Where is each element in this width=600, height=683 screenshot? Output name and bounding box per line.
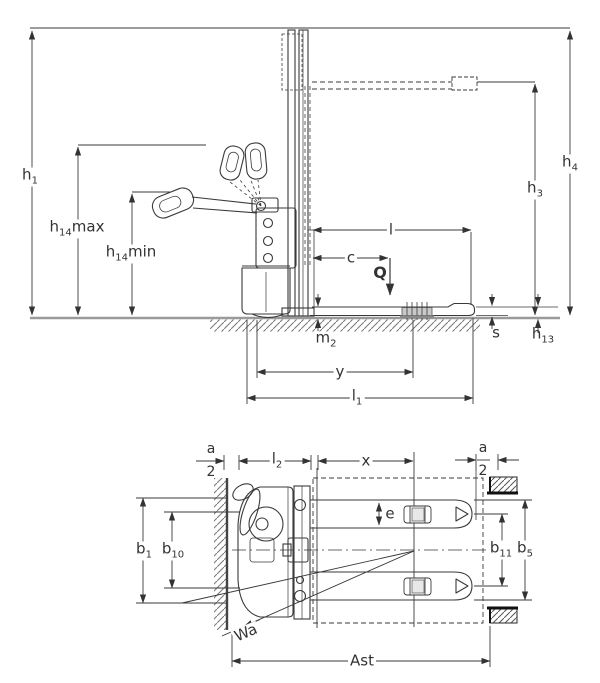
- aisle-wall-left: [214, 478, 229, 630]
- label-c: c: [344, 248, 358, 267]
- load-rollers-top: [403, 505, 432, 596]
- label-a2-right-numerator: a: [478, 440, 488, 456]
- label-l: l: [386, 220, 396, 239]
- dim-l2-x-ticks: [310, 455, 319, 470]
- label-h13: h13: [531, 324, 555, 346]
- label-m2: m2: [315, 328, 337, 350]
- aisle-corner-blocks: [487, 476, 518, 624]
- label-b11: b11: [487, 538, 515, 560]
- top-view-dimensions: [136, 454, 532, 667]
- fork-tip-mark: [455, 578, 469, 594]
- truck-body-top-view: [232, 483, 311, 620]
- label-h1: h1: [20, 165, 40, 187]
- tiller-arm-lowered: [151, 187, 258, 219]
- dim-b10-extensions: [164, 511, 240, 589]
- label-x: x: [359, 451, 373, 470]
- dim-a2-right-ticks: [475, 454, 499, 470]
- chassis: [241, 197, 315, 319]
- label-l1: l1: [349, 386, 365, 408]
- top-plan-view: [136, 452, 532, 667]
- fork-tip-mark: [455, 506, 469, 522]
- dim-y-extensions: [256, 320, 414, 378]
- label-ast: Ast: [348, 651, 376, 670]
- mast: [281, 29, 315, 317]
- drive-wheel-arc: [251, 313, 285, 319]
- label-l2: l2: [269, 449, 285, 471]
- tiller-pivot-circle: [248, 506, 284, 542]
- label-b1: b1: [134, 539, 154, 561]
- label-a2-right-denominator: 2: [478, 463, 488, 479]
- pallet-dashed-outline: [312, 477, 484, 624]
- fork-side-profile: [310, 302, 558, 320]
- forks-top-view: [310, 499, 473, 601]
- dim-a2-left-ticks: [223, 455, 240, 470]
- side-view-dimensions: [28, 30, 574, 404]
- label-y: y: [333, 362, 347, 381]
- raised-fork-dashed-outline: [312, 76, 535, 91]
- tiller-arm-raised: [219, 142, 268, 207]
- side-elevation-view: [28, 27, 574, 404]
- tiller-folded-top-view: [232, 483, 275, 563]
- label-e: e: [385, 504, 395, 523]
- label-q-load: Q: [373, 263, 387, 282]
- label-b5: b5: [515, 538, 535, 560]
- label-h3: h3: [525, 178, 545, 200]
- dim-b1-extensions: [136, 497, 228, 604]
- label-a2-left-denominator: 2: [206, 464, 216, 480]
- dim-l1-extensions: [246, 318, 474, 404]
- label-a2-left-numerator: a: [206, 441, 216, 457]
- label-b10: b10: [159, 539, 187, 561]
- label-s: s: [492, 323, 500, 342]
- ground-line: [30, 316, 560, 332]
- label-h14max: h14max: [47, 217, 107, 239]
- label-h4: h4: [560, 152, 580, 174]
- label-h14min: h14min: [103, 242, 159, 264]
